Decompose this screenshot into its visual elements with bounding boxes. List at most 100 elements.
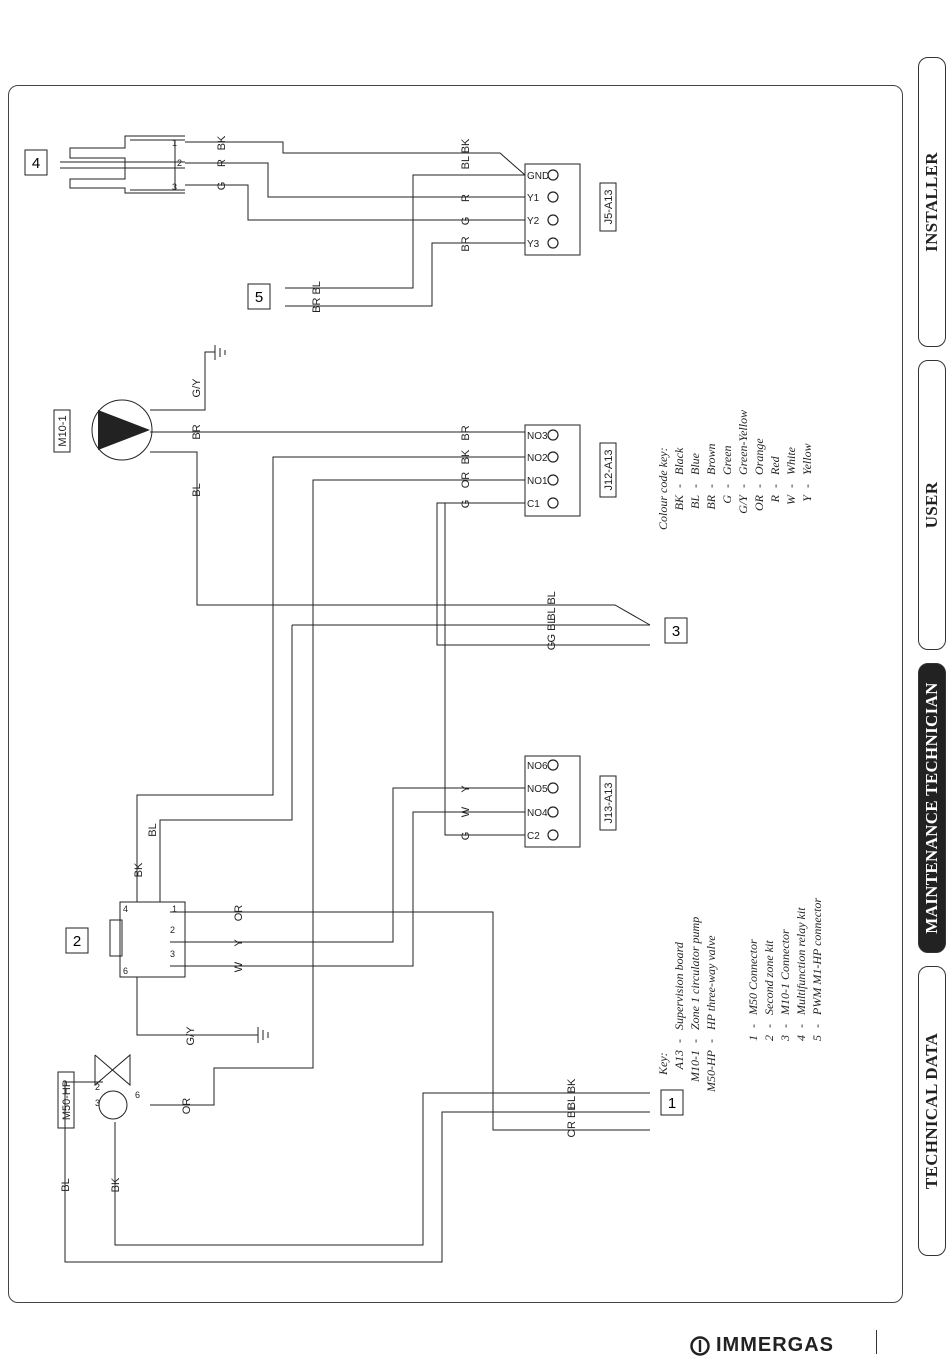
svg-text:BL: BL <box>688 495 702 509</box>
j12-label: J12-A13 <box>603 450 615 491</box>
svg-text:Colour code key:: Colour code key: <box>656 447 670 530</box>
j5-label: J5-A13 <box>603 190 615 225</box>
svg-text:Supervision board: Supervision board <box>672 941 686 1030</box>
svg-text:NO2: NO2 <box>527 453 548 464</box>
svg-text:M10-1 Connector: M10-1 Connector <box>778 929 792 1016</box>
svg-text:BK: BK <box>133 862 145 877</box>
svg-text:OR: OR <box>233 905 245 922</box>
svg-text:4: 4 <box>794 1035 808 1041</box>
svg-text:-: - <box>768 484 782 488</box>
svg-text:G: G <box>720 495 734 504</box>
svg-text:NO4: NO4 <box>527 808 548 819</box>
svg-text:3: 3 <box>95 1098 100 1108</box>
svg-text:W: W <box>460 806 472 817</box>
svg-text:M50 Connector: M50 Connector <box>746 939 760 1016</box>
svg-text:BR: BR <box>191 424 203 439</box>
box-2 <box>65 927 89 954</box>
svg-text:W: W <box>784 494 798 505</box>
svg-text:G/Y: G/Y <box>736 494 750 514</box>
svg-text:NO3: NO3 <box>527 431 548 442</box>
svg-text:G: G <box>216 182 228 191</box>
svg-text:2: 2 <box>170 925 175 935</box>
svg-text:Y: Y <box>800 494 814 502</box>
svg-text:-: - <box>784 484 798 488</box>
svg-text:R: R <box>768 494 782 503</box>
svg-text:C1: C1 <box>527 499 540 510</box>
svg-text:OR: OR <box>752 494 766 511</box>
svg-text:-: - <box>810 1024 824 1028</box>
diagram-frame <box>8 85 903 1303</box>
svg-text:Green-Yellow: Green-Yellow <box>736 410 750 475</box>
svg-text:W: W <box>233 961 245 972</box>
svg-text:G/Y: G/Y <box>191 378 203 398</box>
box-4-label: 4 <box>32 155 40 172</box>
tab-maintenance-technician[interactable]: MAINTENANCE TECHNICIAN <box>918 663 946 953</box>
svg-text:-: - <box>704 484 718 488</box>
svg-text:M50-HP: M50-HP <box>704 1049 718 1093</box>
tab-user[interactable]: USER <box>918 360 946 650</box>
svg-text:Y1: Y1 <box>527 193 540 204</box>
svg-text:BK: BK <box>216 135 228 150</box>
svg-text:Zone 1 circulator pump: Zone 1 circulator pump <box>688 917 702 1030</box>
svg-text:BL: BL <box>60 1178 72 1191</box>
svg-text:GND: GND <box>527 171 549 182</box>
svg-text:Y2: Y2 <box>527 216 540 227</box>
svg-text:3: 3 <box>778 1035 792 1042</box>
svg-text:Key:: Key: <box>656 1052 670 1076</box>
tab-maintenance-technician-label: MAINTENANCE TECHNICIAN <box>922 682 941 934</box>
svg-text:-: - <box>794 1024 808 1028</box>
svg-text:Y: Y <box>233 939 245 947</box>
connector-j13 <box>524 755 581 848</box>
footer-divider <box>876 1330 877 1354</box>
svg-text:-: - <box>752 484 766 488</box>
box-2-label: 2 <box>73 933 81 950</box>
box-1-label: 1 <box>668 1095 676 1112</box>
svg-text:G/Y: G/Y <box>185 1026 197 1046</box>
svg-text:OR BL: OR BL <box>566 1104 578 1137</box>
valve-motor-symbol <box>98 1090 128 1120</box>
svg-text:Blue: Blue <box>688 452 702 475</box>
tab-installer[interactable]: INSTALLER <box>918 57 946 347</box>
connector-j12 <box>524 424 581 517</box>
svg-text:Red: Red <box>768 455 782 476</box>
key-legend: Key: A13 - Supervision board M10-1 - Zon… <box>656 898 824 1093</box>
svg-text:NO6: NO6 <box>527 761 548 772</box>
pump-symbol <box>91 399 153 461</box>
svg-text:NO1: NO1 <box>527 476 548 487</box>
svg-text:G BL: G BL <box>546 617 558 642</box>
svg-text:OR: OR <box>181 1098 193 1115</box>
svg-text:BK: BK <box>672 494 686 510</box>
svg-text:M10-1: M10-1 <box>688 1050 702 1083</box>
svg-text:2: 2 <box>177 158 182 168</box>
svg-text:BK: BK <box>110 1177 122 1192</box>
svg-text:BR: BR <box>704 494 718 509</box>
tab-installer-label: INSTALLER <box>922 152 941 252</box>
svg-text:G: G <box>460 217 472 226</box>
tab-technical-data[interactable]: TECHNICAL DATA <box>918 966 946 1256</box>
wire-labels: BK R G BL BK R G BR BR BL G/Y BR BR BK O… <box>60 135 578 1192</box>
svg-text:3: 3 <box>170 949 175 959</box>
box-5 <box>247 283 271 310</box>
box-3 <box>664 617 688 644</box>
relay-kit-outline <box>69 135 185 194</box>
svg-text:4: 4 <box>123 904 128 914</box>
svg-text:3: 3 <box>172 182 177 192</box>
logo-text: IMMERGAS <box>716 1334 834 1356</box>
svg-text:BL: BL <box>191 483 203 496</box>
valve-label: M50-HP <box>61 1080 73 1120</box>
svg-text:A13: A13 <box>672 1050 686 1070</box>
svg-text:5: 5 <box>810 1035 824 1041</box>
svg-text:1: 1 <box>746 1035 760 1041</box>
svg-text:Orange: Orange <box>752 438 766 475</box>
svg-text:Multifunction relay kit: Multifunction relay kit <box>794 907 808 1016</box>
box-1 <box>660 1089 684 1116</box>
svg-text:Yellow: Yellow <box>800 443 814 475</box>
svg-text:-: - <box>688 1039 702 1043</box>
svg-text:-: - <box>672 484 686 488</box>
svg-text:R: R <box>216 159 228 167</box>
colour-key-legend: Colour code key: BK - Black BL - Blue BR… <box>656 410 814 530</box>
svg-text:1: 1 <box>172 138 177 148</box>
logo-icon <box>690 1335 710 1356</box>
svg-text:-: - <box>746 1024 760 1028</box>
